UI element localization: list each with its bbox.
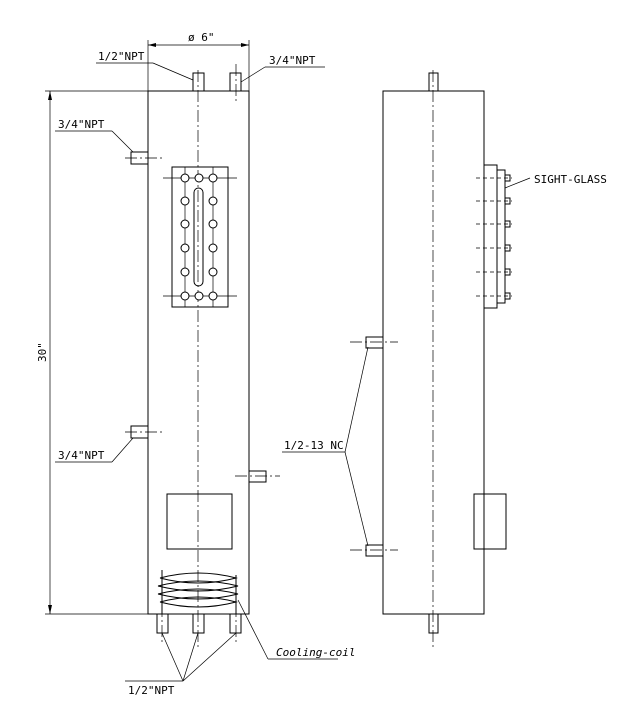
diameter-label: ø 6"	[188, 31, 215, 44]
cooling-coil	[157, 570, 239, 614]
side-view-ports-label: 1/2-13 NC	[284, 439, 344, 452]
flange-bolt-holes	[180, 173, 218, 301]
bottom-nozzle-center	[192, 613, 205, 634]
upper-threaded-boss	[365, 336, 384, 349]
lower-threaded-boss	[365, 544, 384, 557]
sight-glass-flange-front	[171, 166, 229, 308]
port-top-right-label: 3/4"NPT	[269, 54, 316, 67]
right-side-nozzle	[248, 470, 267, 483]
top-left-nozzle	[192, 72, 205, 92]
access-window	[166, 493, 233, 550]
bottom-nozzle-left	[156, 613, 169, 634]
side-top-nozzle	[428, 72, 439, 92]
top-right-nozzle	[229, 72, 242, 92]
cooling-coil-label: Cooling-coil	[276, 646, 355, 659]
sight-glass-slot	[193, 187, 204, 287]
front-vessel-body	[147, 90, 250, 615]
height-label: 30"	[36, 342, 49, 362]
bottom-nozzle-right	[229, 613, 242, 634]
sight-glass-label: SIGHT-GLASS	[534, 173, 607, 186]
port-lower-side-label: 3/4"NPT	[58, 449, 105, 462]
front-view: ø 6" 1/2"NPT 3/4"NPT 30" 3/4"NPT	[36, 31, 355, 697]
sight-glass-side	[476, 164, 512, 309]
side-view: SIGHT-GLASS 1/2-13 NC	[282, 70, 607, 650]
port-top-left-label: 1/2"NPT	[98, 50, 145, 63]
side-access-window	[473, 493, 507, 550]
side-bottom-nozzle	[428, 613, 439, 634]
bottom-ports-label: 1/2"NPT	[128, 684, 175, 697]
side-vessel-body	[382, 90, 485, 615]
port-upper-side-label: 3/4"NPT	[58, 118, 105, 131]
